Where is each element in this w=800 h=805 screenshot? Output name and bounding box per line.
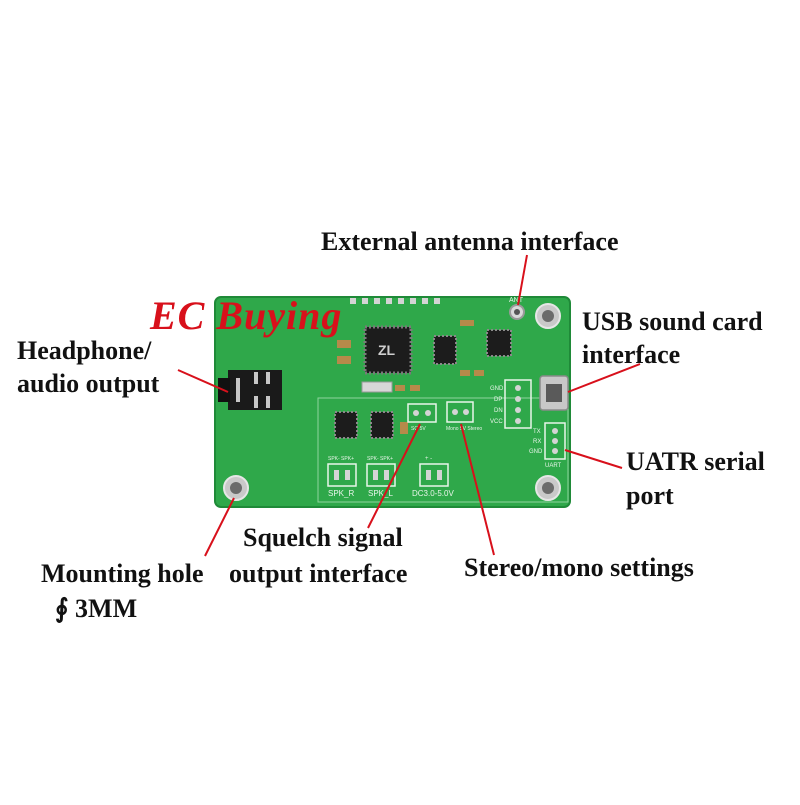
mounting-hole-top-right — [535, 303, 561, 329]
crystal — [361, 381, 393, 393]
silk-usb-pin-3: DN — [494, 408, 503, 414]
micro-usb-port — [539, 375, 569, 411]
silk-spk-r: SPK_R — [328, 489, 354, 498]
silk-dc-pins: + - — [425, 456, 432, 462]
label-mount-line1: Mounting hole — [41, 559, 204, 588]
pointer-headphone — [177, 369, 229, 393]
silk-sq-pins: SQ 5V — [411, 426, 426, 432]
label-squelch-line2: output interface — [229, 559, 408, 588]
silk-spk-l: SPK_L — [368, 489, 393, 498]
silk-usb-pin-4: VCC — [490, 419, 503, 425]
callout-pointers — [177, 254, 641, 557]
label-uart-line2: port — [626, 481, 674, 510]
label-uart-line1: UATR serial — [626, 447, 765, 476]
silk-uart-pin-1: TX — [533, 429, 541, 435]
silk-spk-r-pins: SPK- SPK+ — [328, 456, 354, 462]
pointer-usb — [567, 363, 641, 393]
pointer-uart — [564, 449, 623, 469]
ic-left — [334, 411, 358, 439]
silk-usb-pin-2: DP — [494, 397, 502, 403]
label-antenna: External antenna interface — [321, 227, 619, 256]
ic-left-2 — [370, 411, 394, 439]
ic-right-2 — [486, 329, 512, 357]
pcb-board — [214, 296, 571, 508]
antenna-pad — [509, 304, 525, 320]
label-usb-line2: interface — [582, 340, 681, 369]
ic-right — [433, 335, 457, 365]
silk-uart-pin-2: RX — [533, 439, 541, 445]
silk-uart-pin-3: GND — [529, 449, 543, 455]
label-usb-line1: USB sound card — [582, 307, 763, 336]
uart-pin-header — [544, 422, 566, 460]
top-pin-row — [350, 298, 440, 304]
silk-stereo-pins: Mono 5V Stereo — [446, 426, 482, 432]
mounting-hole-bottom-right — [535, 475, 561, 501]
label-squelch-line1: Squelch signal — [243, 523, 403, 552]
pointer-stereo — [460, 423, 495, 556]
dc-connector — [419, 463, 449, 487]
silk-spk-l-pins: SPK- SPK+ — [367, 456, 393, 462]
main-chip: ZL — [363, 325, 413, 375]
silk-usb-pin-1: GND — [490, 386, 504, 392]
label-stereo: Stereo/mono settings — [464, 553, 694, 582]
stereo-mono-header — [446, 401, 474, 423]
label-headphone-line1: Headphone/ — [17, 336, 152, 365]
pointer-antenna — [517, 254, 528, 306]
mounting-hole-bottom-left — [223, 475, 249, 501]
squelch-header — [407, 403, 437, 423]
silk-uart-label: UART — [545, 463, 562, 469]
label-mount-line2: ∮ 3MM — [55, 594, 138, 623]
label-headphone-line2: audio output — [17, 369, 160, 398]
usb-pin-header — [504, 379, 532, 429]
pointer-mount — [204, 497, 235, 557]
pointer-squelch — [367, 423, 421, 529]
svg-text:ZL: ZL — [378, 342, 396, 358]
silk-dc: DC3.0-5.0V — [412, 489, 454, 498]
brand-watermark: EC Buying — [150, 293, 343, 338]
silk-ant: ANT — [509, 297, 524, 304]
spk-r-connector — [327, 463, 357, 487]
headphone-jack — [218, 370, 282, 410]
